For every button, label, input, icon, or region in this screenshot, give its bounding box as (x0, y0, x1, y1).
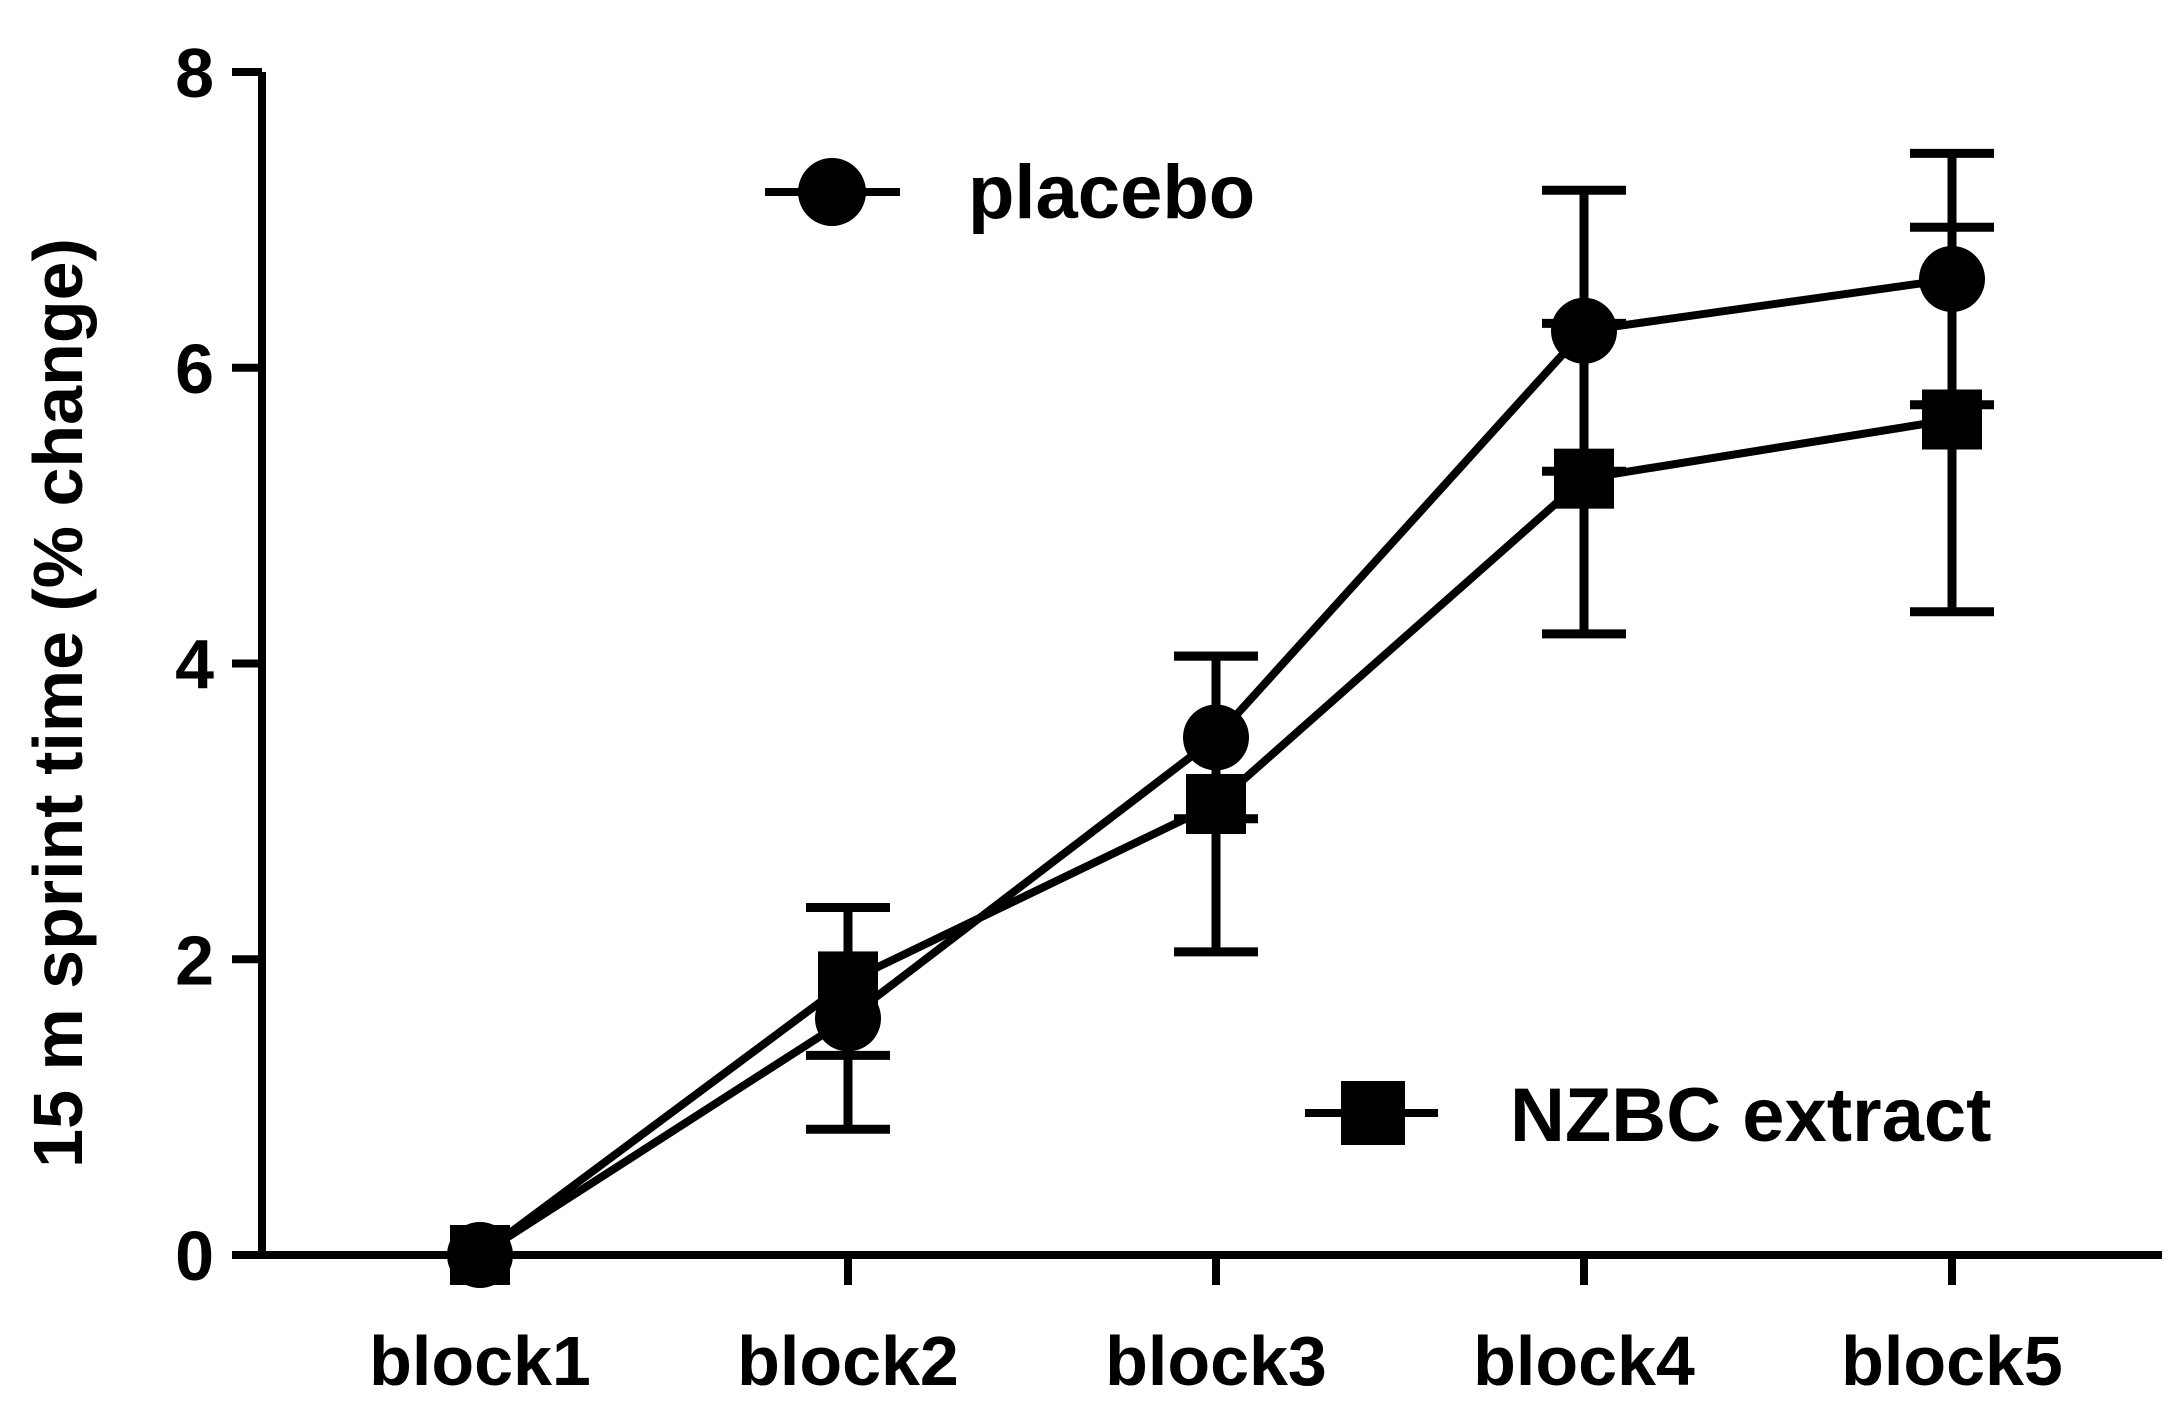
data-point-square (818, 951, 878, 1012)
legend: placebo NZBC extract (765, 150, 1991, 1158)
y-tick-label: 4 (175, 626, 214, 704)
axes: 0 2 4 6 8 block1 block2 block3 block4 block5 (175, 34, 2162, 1400)
x-tick-label: block3 (1105, 1322, 1327, 1400)
data-point-square (1554, 448, 1614, 509)
legend-marker-circle-icon (798, 158, 866, 226)
data-point-square (450, 1225, 510, 1285)
y-tick-label: 6 (175, 330, 214, 408)
legend-entry-placebo: placebo (765, 150, 1255, 235)
x-tick-label: block1 (369, 1322, 591, 1400)
y-tick-label: 2 (175, 921, 214, 999)
data-point-square (1186, 773, 1246, 834)
legend-label-nzbc-extract: NZBC extract (1510, 1073, 1991, 1158)
y-axis-label: 15 m sprint time (% change) (19, 238, 97, 1168)
legend-label-placebo: placebo (968, 150, 1255, 235)
series (447, 148, 1994, 1288)
data-point-square (1922, 389, 1982, 450)
y-tick-label: 0 (175, 1217, 214, 1295)
x-tick-label: block4 (1473, 1322, 1695, 1400)
legend-marker-square-icon (1341, 1081, 1405, 1145)
legend-entry-nzbc-extract: NZBC extract (1305, 1073, 1991, 1158)
y-tick-label: 8 (175, 34, 214, 112)
x-tick-label: block2 (737, 1322, 959, 1400)
series-nzbc-extract (450, 222, 1994, 1285)
x-tick-label: block5 (1841, 1322, 2063, 1400)
